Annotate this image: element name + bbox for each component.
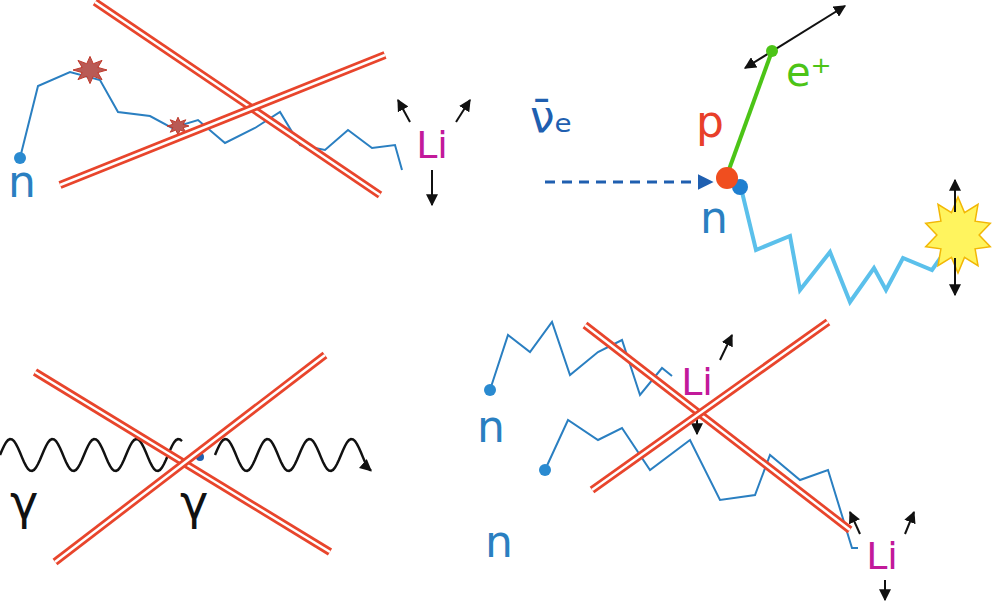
particle-label: γ [180,478,208,526]
neutron-path [742,192,946,302]
emission-arrow [905,512,914,534]
emission-arrow [456,100,470,122]
particle-label: ν̄ₑ [530,95,573,139]
antineutrino-arrow [545,181,712,184]
particle-label: p [696,100,724,144]
scatter-burst [73,56,107,83]
cross-line [95,2,380,195]
particle-label: γ [10,478,38,526]
positron-track [727,51,772,175]
emission-arrow [720,335,732,360]
cross-line [592,322,828,490]
cross-line [95,2,380,195]
cross-line [55,355,325,562]
element-label: Li [866,537,898,575]
neutron-path [490,322,672,395]
cross-line [585,325,850,530]
element-label: Li [416,126,448,164]
cross-line [60,55,385,185]
veto-cross [35,355,330,562]
element-label: Li [681,363,713,401]
starburst-outline [669,343,724,421]
positron-dot [766,45,778,57]
emission-arrow [431,170,433,205]
neutron-dot [484,384,496,396]
cross-line [55,355,325,562]
particle-label: n [700,196,728,240]
particle-label: n [8,160,36,204]
lithium-flash: Li [403,102,461,188]
emission-arrow [954,180,956,212]
veto-cross [585,322,850,530]
lithium-flash: Li [667,342,727,422]
proton-dot [716,167,738,189]
starburst-outline [854,517,909,595]
particle-label: n [485,520,513,564]
veto-cross [60,2,385,195]
emission-arrow [398,100,410,122]
particle-label: e⁺ [786,52,832,92]
gamma-wave [215,439,371,471]
emission-arrow [884,580,886,600]
cross-line [592,322,828,490]
particle-label: n [477,405,505,449]
neutron-dot [539,464,551,476]
capture-flash [926,197,991,273]
emission-arrow [954,258,956,295]
starburst-outline [405,103,458,187]
cross-line [60,55,385,185]
scatter-bursts [73,56,189,134]
lithium-flash: Li [852,516,912,596]
emission-arrow [850,512,860,534]
cross-line [585,325,850,530]
neutron-path [545,420,858,548]
